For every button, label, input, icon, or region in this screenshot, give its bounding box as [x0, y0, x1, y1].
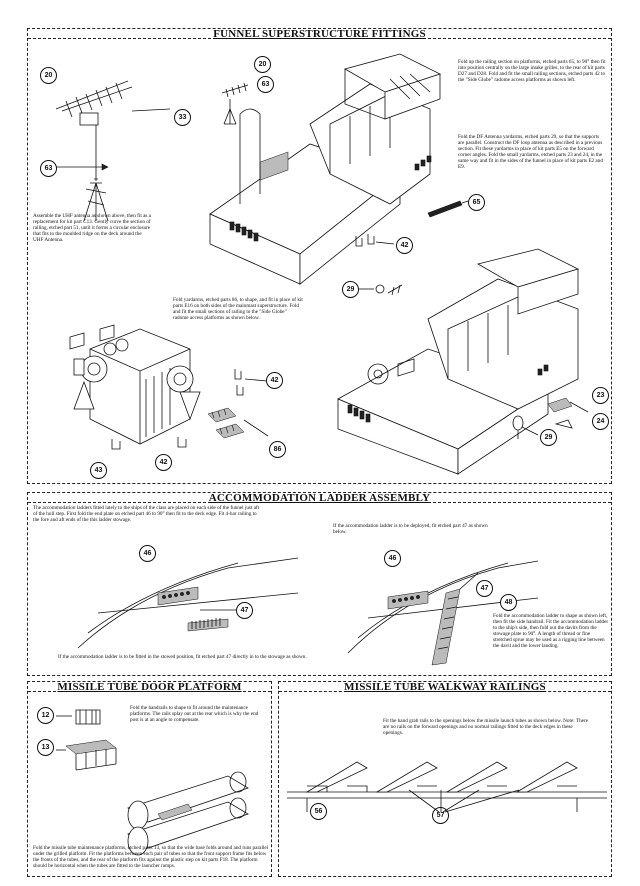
leaders-57 — [408, 789, 520, 813]
df-loop-antenna-29 — [512, 415, 539, 439]
missile-door-note-handrails: Fold the handrails to shape to fit aroun… — [130, 705, 259, 723]
callout-24: 24 — [592, 413, 609, 430]
funnel-superstructure-view-2 — [337, 248, 580, 475]
callout-42-top: 42 — [396, 237, 413, 254]
railing-parts-42-mid — [234, 369, 268, 396]
stowed-ladder-drawing — [77, 557, 299, 649]
callout-12: 12 — [37, 707, 54, 724]
funnel-note-uhf: Assemble the UHF antenna as shown above,… — [33, 213, 151, 243]
walkway-railings-drawing — [287, 761, 607, 812]
callout-63-left: 63 — [40, 160, 57, 177]
callout-29-bottom: 29 — [540, 429, 557, 446]
missile-door-section: MISSILE TUBE DOOR PLATFORM Fold the hand… — [27, 681, 272, 877]
callout-46-right: 46 — [384, 550, 401, 567]
maintenance-platform-drawing — [56, 709, 117, 771]
section-header-band: MISSILE TUBE DOOR PLATFORM — [28, 681, 271, 693]
funnel-note-df: Fold the DF Antenna yardarms, etched par… — [458, 134, 603, 170]
callout-48: 48 — [500, 594, 517, 611]
ladder-section: ACCOMMODATION LADDER ASSEMBLY The accomm… — [27, 492, 612, 676]
callout-23: 23 — [592, 387, 609, 404]
callout-63-top: 63 — [257, 76, 274, 93]
callout-42-mid: 42 — [266, 372, 283, 389]
missile-walkway-section-title: MISSILE TUBE WALKWAY RAILINGS — [344, 681, 546, 693]
leader-47-left — [200, 609, 236, 611]
ladder-note-deployed: If the accommodation ladder is to be dep… — [333, 523, 488, 535]
missile-door-note-platform: Fold the missile tube maintenance platfo… — [33, 845, 269, 869]
callout-20-top: 20 — [254, 56, 271, 73]
ladder-note-stowage: The accommodation ladders fitted lately … — [33, 505, 260, 523]
callout-47-right: 47 — [476, 580, 493, 597]
callout-46-left: 46 — [139, 545, 156, 562]
ladder-section-title: ACCOMMODATION LADDER ASSEMBLY — [208, 492, 431, 504]
section-header-band: MISSILE TUBE WALKWAY RAILINGS — [279, 681, 611, 693]
missile-walkway-note-rails: Fit the hand grab rails to the openings … — [383, 718, 589, 736]
mainmast-superstructure-drawing — [69, 324, 201, 445]
leader-63-left — [56, 163, 109, 171]
deployed-ladder-drawing — [347, 560, 539, 666]
railing-parts-42-top — [355, 234, 395, 247]
small-railing-parts — [111, 437, 187, 450]
callout-33: 33 — [174, 109, 191, 126]
section-header-band: FUNNEL SUPERSTRUCTURE FITTINGS — [28, 28, 611, 40]
railing-part-65 — [427, 200, 469, 218]
callout-43: 43 — [90, 462, 107, 479]
funnel-superstructure-drawing — [209, 53, 442, 285]
callout-47-left: 47 — [236, 602, 253, 619]
missile-tubes-drawing — [127, 771, 249, 856]
df-yardarm-29 — [358, 284, 403, 296]
missile-walkway-section: MISSILE TUBE WALKWAY RAILINGS Fit the ha… — [278, 681, 612, 877]
funnel-note-railing: Fold up the railing section on platforms… — [458, 59, 606, 83]
ladder-note-stowed: If the accommodation ladder is to be fit… — [58, 654, 307, 660]
funnel-section-title: FUNNEL SUPERSTRUCTURE FITTINGS — [213, 28, 426, 40]
funnel-section: FUNNEL SUPERSTRUCTURE FITTINGS 20 63 Ass… — [27, 28, 612, 484]
section-header-band: ACCOMMODATION LADDER ASSEMBLY — [28, 492, 611, 504]
callout-65: 65 — [468, 194, 485, 211]
yardarms-86 — [207, 407, 269, 439]
callout-13: 13 — [37, 739, 54, 756]
uhf-antenna-drawing — [55, 80, 171, 222]
callout-29-top: 29 — [342, 281, 359, 298]
callout-56: 56 — [310, 803, 327, 820]
callout-20-left: 20 — [40, 67, 57, 84]
callout-42-low: 42 — [155, 454, 172, 471]
callout-86: 86 — [269, 441, 286, 458]
funnel-note-yardarms: Fold yardarms, etched parts 86, to shape… — [173, 297, 303, 321]
small-antenna-part — [221, 82, 249, 125]
ladder-note-handrail: Fold the accommodation ladder to shape a… — [493, 613, 609, 649]
missile-door-section-title: MISSILE TUBE DOOR PLATFORM — [57, 681, 242, 693]
small-yardarms-23-24 — [547, 397, 589, 429]
